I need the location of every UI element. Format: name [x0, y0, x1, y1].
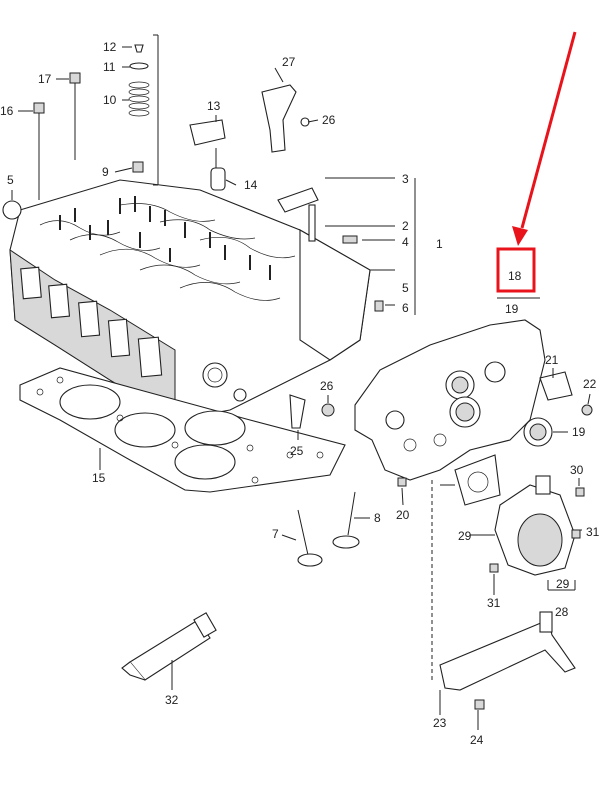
callout-3: 3 — [402, 172, 409, 186]
head-bolt-16 — [33, 102, 45, 175]
callout-32: 32 — [165, 693, 179, 707]
callout-29-left: 29 — [458, 529, 472, 543]
callout-8: 8 — [374, 511, 381, 525]
bracket-27 — [261, 84, 310, 153]
callout-27: 27 — [282, 55, 296, 69]
highlight-box — [496, 247, 536, 293]
callout-22: 22 — [583, 377, 597, 391]
callout-19-top: 19 — [505, 302, 519, 316]
callout-1: 1 — [436, 237, 443, 251]
callout-20: 20 — [396, 508, 410, 522]
callout-31-right: 31 — [586, 525, 600, 539]
vacuum-pump — [494, 475, 576, 576]
callout-23: 23 — [433, 716, 447, 730]
callout-9: 9 — [102, 165, 109, 179]
callout-6: 6 — [402, 301, 409, 315]
lifter-and-bracket — [189, 119, 226, 191]
pump-gasket — [454, 454, 501, 506]
callout-19-seal: 19 — [572, 425, 586, 439]
callout-25: 25 — [290, 444, 304, 458]
callout-15: 15 — [92, 471, 106, 485]
cylinder-head — [9, 179, 371, 421]
callout-26-lower: 26 — [320, 379, 334, 393]
highlight-arrow — [512, 31, 577, 246]
callout-17: 17 — [38, 72, 52, 86]
small-parts-2-3-4 — [277, 187, 384, 312]
callout-29-right: 29 — [556, 577, 570, 591]
callout-26-upper: 26 — [322, 113, 336, 127]
callout-16: 16 — [0, 104, 14, 118]
callout-7: 7 — [272, 527, 279, 541]
head-gasket — [19, 367, 346, 493]
callout-labels: 1 2 3 4 5 5 6 7 8 9 10 11 12 13 14 15 16… — [0, 40, 600, 747]
callout-5-head: 5 — [402, 281, 409, 295]
bracket-23 — [439, 611, 576, 691]
callout-13: 13 — [207, 99, 221, 113]
timing-cover — [354, 319, 546, 481]
callout-30: 30 — [570, 463, 584, 477]
callout-21: 21 — [545, 353, 559, 367]
callout-4: 4 — [402, 235, 409, 249]
sealant-tube — [121, 612, 217, 681]
sensor-25-26 — [289, 394, 335, 429]
bolts — [397, 477, 585, 710]
head-bolt-17 — [69, 72, 81, 160]
callout-10: 10 — [103, 93, 117, 107]
callout-2: 2 — [402, 219, 409, 233]
callout-31-lower: 31 — [487, 596, 501, 610]
callout-12: 12 — [103, 40, 117, 54]
callout-14: 14 — [244, 178, 258, 192]
highlight-label: 18 — [508, 269, 522, 283]
seal-ring-5 — [2, 200, 22, 220]
oil-seal-19 — [523, 417, 553, 447]
callout-28: 28 — [555, 605, 569, 619]
sensor-21 — [539, 371, 593, 416]
leader-lines — [11, 34, 591, 730]
callout-5-ring: 5 — [7, 173, 14, 187]
valve-8 — [332, 491, 360, 549]
callout-11: 11 — [103, 60, 116, 74]
valve-7 — [297, 509, 323, 567]
valve-spring-assembly — [128, 44, 150, 173]
callout-24: 24 — [470, 733, 484, 747]
